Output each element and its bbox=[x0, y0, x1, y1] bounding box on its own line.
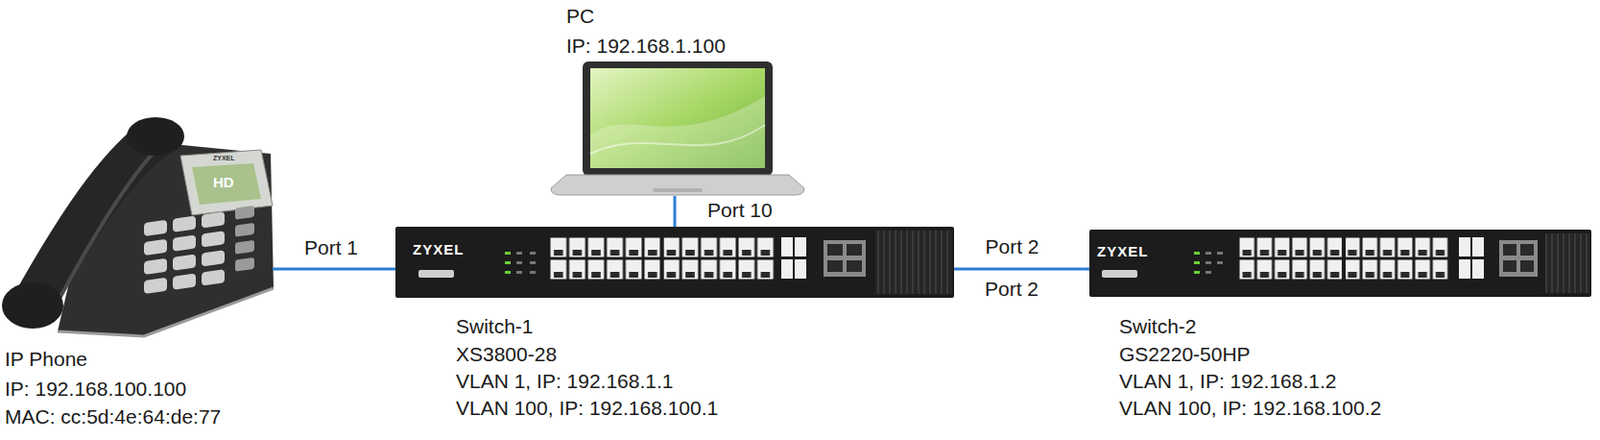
device-node: Switch-2GS2220-50HPVLAN 1, IP: 192.168.1… bbox=[1089, 229, 1592, 427]
port-label: Port 2 bbox=[984, 277, 1039, 301]
display-text: HD bbox=[213, 173, 235, 192]
phone-illustration bbox=[1, 117, 274, 336]
device-detail: IP: 192.168.1.100 bbox=[566, 33, 726, 59]
device-detail: GS2220-50HP bbox=[1119, 341, 1251, 367]
device-node: IP PhoneIP: 192.168.100.100MAC: cc:5d:4e… bbox=[0, 115, 273, 432]
network-cable bbox=[673, 195, 677, 227]
device-detail: XS3800-28 bbox=[455, 341, 557, 367]
switch-illustration bbox=[1089, 229, 1592, 297]
device-detail: IP: 192.168.100.100 bbox=[4, 376, 187, 402]
device-node: Switch-1XS3800-28VLAN 1, IP: 192.168.1.1… bbox=[395, 226, 955, 424]
device-node: PC IP: 192.168.1.100 bbox=[550, 0, 803, 196]
device-name: Switch-1 bbox=[455, 313, 534, 339]
device-name: PC bbox=[566, 3, 595, 29]
device-detail: MAC: cc:5d:4e:64:de:77 bbox=[4, 404, 221, 430]
network-cable bbox=[272, 267, 396, 271]
port-label: Port 2 bbox=[985, 235, 1040, 259]
brand-text: ZYXEL bbox=[412, 240, 464, 259]
switch-illustration bbox=[395, 226, 955, 298]
port-label: Port 1 bbox=[304, 236, 359, 260]
device-detail: VLAN 1, IP: 192.168.1.1 bbox=[455, 368, 674, 394]
brand-text: ZYXEL bbox=[1097, 242, 1148, 261]
brand-text: ZYXEL bbox=[213, 154, 236, 163]
device-name: IP Phone bbox=[4, 346, 88, 372]
device-name: Switch-2 bbox=[1119, 313, 1197, 339]
device-detail: VLAN 100, IP: 192.168.100.2 bbox=[1119, 395, 1382, 421]
network-cable bbox=[954, 267, 1090, 271]
device-detail: VLAN 1, IP: 192.168.1.2 bbox=[1119, 368, 1338, 394]
device-detail: VLAN 100, IP: 192.168.100.1 bbox=[455, 395, 718, 421]
laptop-illustration bbox=[550, 61, 805, 195]
port-label: Port 10 bbox=[707, 198, 773, 222]
